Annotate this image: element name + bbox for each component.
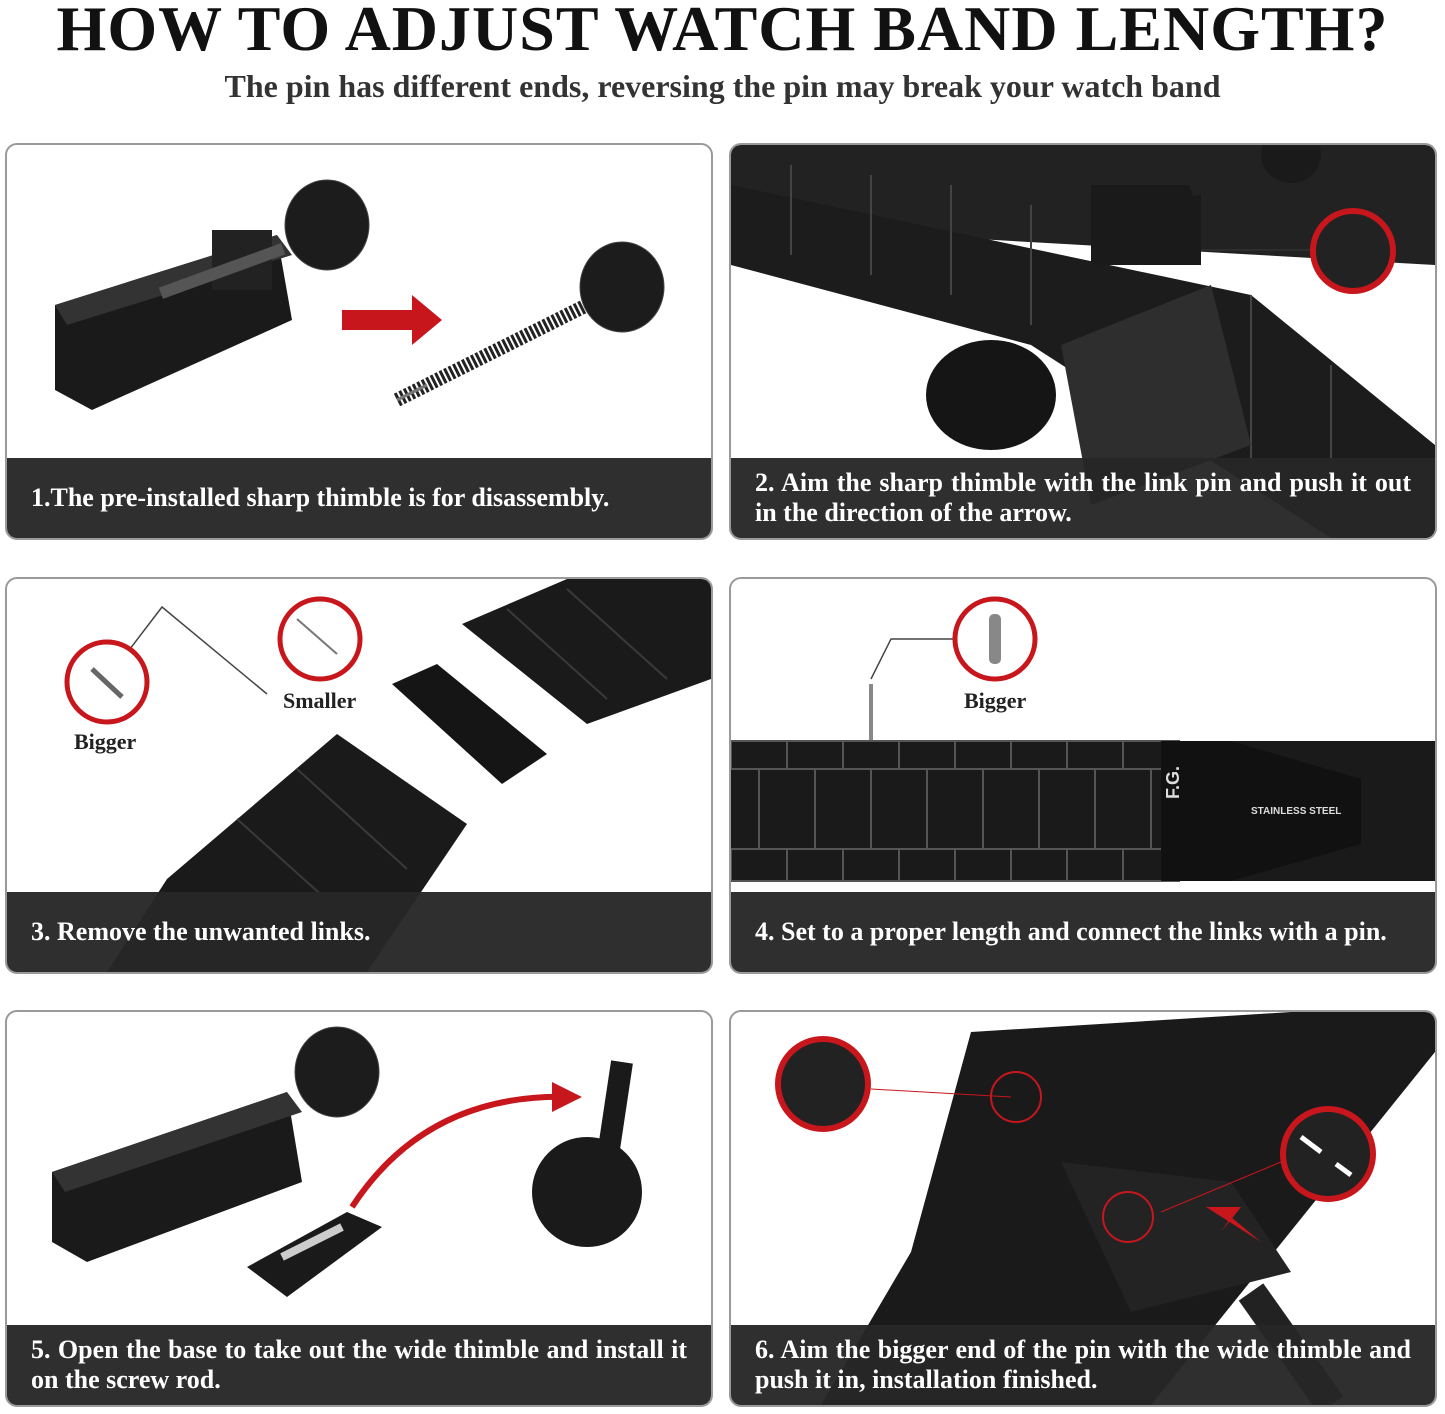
- step-1-caption: 1.The pre-installed sharp thimble is for…: [7, 458, 711, 538]
- step-5-caption: 5. Open the base to take out the wide th…: [7, 1325, 711, 1405]
- bigger-label: Bigger: [74, 729, 137, 754]
- page-title: HOW TO ADJUST WATCH BAND LENGTH?: [56, 0, 1389, 64]
- wide-thimble-illustration: [52, 1026, 642, 1297]
- step-3-panel: Bigger Smaller 3. Remove the unwanted li…: [5, 577, 713, 974]
- band-push-pin-illustration: [731, 145, 1435, 538]
- pin-tool-illustration: [55, 179, 665, 410]
- remove-links-illustration: [64, 579, 711, 972]
- step-2-caption: 2. Aim the sharp thimble with the link p…: [731, 458, 1435, 538]
- page-subtitle: The pin has different ends, reversing th…: [224, 68, 1221, 104]
- step-2-panel: 2. Aim the sharp thimble with the link p…: [729, 143, 1437, 540]
- step-4-panel: Bigger F.G. STAINLESS STEEL 4. Set to a …: [729, 577, 1437, 974]
- insert-pin-illustration: [775, 1012, 1435, 1405]
- arrow-up-left-icon: [1206, 1207, 1261, 1242]
- step-4-caption: 4. Set to a proper length and connect th…: [731, 892, 1435, 972]
- clasp-text: STAINLESS STEEL: [1251, 806, 1342, 817]
- zoom-detail-circle: [1310, 208, 1396, 294]
- step-6-caption: 6. Aim the bigger end of the pin with th…: [731, 1325, 1435, 1405]
- step-6-panel: 6. Aim the bigger end of the pin with th…: [729, 1010, 1437, 1407]
- arrow-right-icon: [342, 295, 442, 345]
- step-1-panel: 1.The pre-installed sharp thimble is for…: [5, 143, 713, 540]
- bigger-label: Bigger: [964, 688, 1027, 713]
- step-3-caption: 3. Remove the unwanted links.: [7, 892, 711, 972]
- step-5-panel: 5. Open the base to take out the wide th…: [5, 1010, 713, 1407]
- smaller-label: Smaller: [283, 688, 357, 713]
- curved-arrow-icon: [552, 1082, 582, 1112]
- brand-logo-text: F.G.: [1163, 765, 1183, 799]
- connect-links-illustration: [731, 596, 1435, 882]
